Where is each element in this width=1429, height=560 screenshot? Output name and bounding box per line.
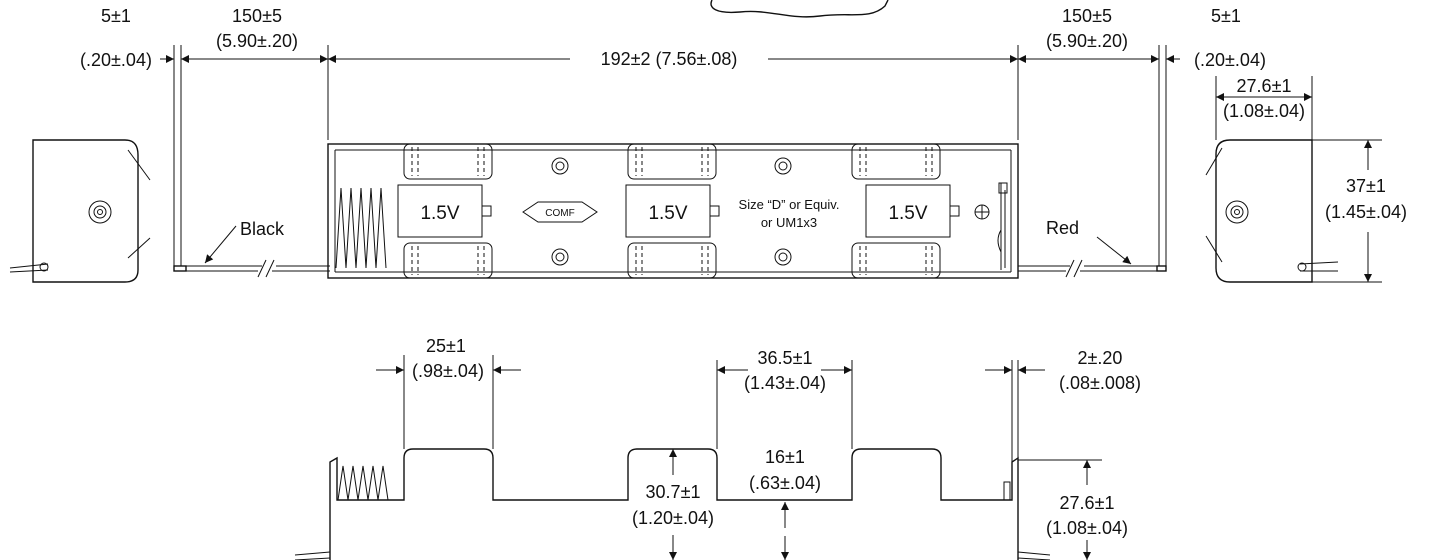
holder-body: 1.5V 1.5V 1.5V COMF Size “D” or Equiv. o… <box>327 143 1019 279</box>
cable-sketch <box>710 0 889 18</box>
red-wire-leader <box>1096 236 1132 265</box>
dim-end-width-1: 27.6±1 <box>1237 76 1292 96</box>
dim-base-height-1: 16±1 <box>765 447 805 467</box>
dim-tab-height-1: 30.7±1 <box>646 482 701 502</box>
dim-right-tab-2: (.20±.04) <box>1194 50 1266 70</box>
dim-right-tab-1: 5±1 <box>1211 6 1241 26</box>
dim-left-tab-2: (.20±.04) <box>80 50 152 70</box>
cell-label-1: 1.5V <box>420 203 459 224</box>
dim-cell-pitch-2: (1.43±.04) <box>744 373 826 393</box>
dim-tab-height-2: (1.20±.04) <box>632 508 714 528</box>
dim-body-height-2: (1.08±.04) <box>1046 518 1128 538</box>
dim-end-width-2: (1.08±.04) <box>1223 101 1305 121</box>
dim-body-height-1: 27.6±1 <box>1060 493 1115 513</box>
logo-text: COMF <box>545 208 574 219</box>
side-spring-icon <box>337 465 389 501</box>
dim-end-thick-2: (.08±.008) <box>1059 373 1141 393</box>
top-view: 5±1 (.20±.04) 150±5 (5.90±.20) 192±2 (7.… <box>9 6 1407 283</box>
dim-cell-pitch-1: 36.5±1 <box>758 348 813 368</box>
dim-base-height-2: (.63±.04) <box>749 473 821 493</box>
dim-right-lead-1: 150±5 <box>1062 6 1112 26</box>
right-wire-tip <box>1156 265 1167 272</box>
label-red-wire: Red <box>1046 218 1079 238</box>
side-view: 25±1 (.98±.04) 36.5±1 (1.43±.04) 2±.20 (… <box>294 336 1141 560</box>
cell-label-2: 1.5V <box>648 203 687 224</box>
dim-slot-width-1: 25±1 <box>426 336 466 356</box>
size-text-2: or UM1x3 <box>761 215 817 230</box>
cell-label-3: 1.5V <box>888 203 927 224</box>
left-end-view <box>9 139 151 283</box>
dim-overall: 192±2 (7.56±.08) <box>601 49 738 69</box>
dim-right-lead-2: (5.90±.20) <box>1046 31 1128 51</box>
dim-slot-width-2: (.98±.04) <box>412 361 484 381</box>
dim-left-lead-2: (5.90±.20) <box>216 31 298 51</box>
side-feet <box>294 551 1051 560</box>
dim-left-tab-1: 5±1 <box>101 6 131 26</box>
positive-contact <box>997 183 1006 270</box>
right-end-view <box>1205 139 1339 283</box>
mounting-holes <box>551 157 792 266</box>
contact-clips <box>403 143 941 279</box>
dim-end-height-1: 37±1 <box>1346 176 1386 196</box>
label-black-wire: Black <box>240 219 285 239</box>
dim-end-thick-1: 2±.20 <box>1078 348 1123 368</box>
right-wire <box>1018 259 1157 278</box>
side-profile <box>329 448 1019 560</box>
left-wire <box>186 259 330 278</box>
dim-end-height-2: (1.45±.04) <box>1325 202 1407 222</box>
left-wire-tip <box>173 265 187 272</box>
size-text-1: Size “D” or Equiv. <box>739 197 840 212</box>
plus-terminal-icon <box>974 204 990 220</box>
spring-icon <box>335 187 387 269</box>
dim-left-lead-1: 150±5 <box>232 6 282 26</box>
logo-diamond <box>522 201 598 223</box>
side-contact <box>1003 481 1011 500</box>
black-wire-leader <box>204 225 237 264</box>
